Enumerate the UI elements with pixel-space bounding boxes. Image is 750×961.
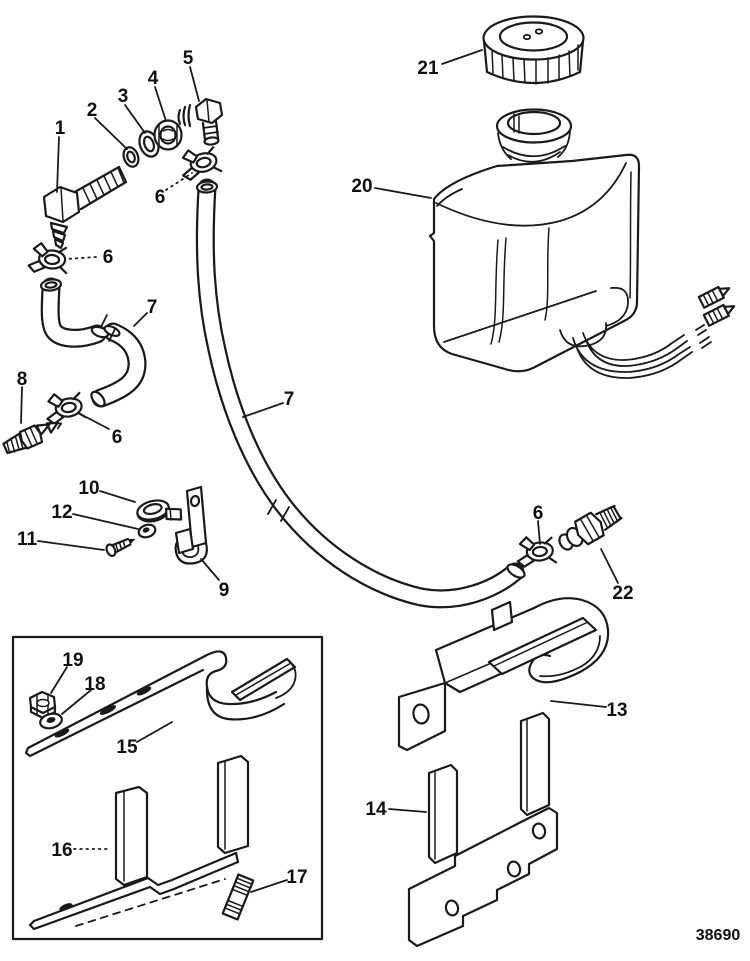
callout-14: 14: [365, 799, 387, 820]
callout-7b: 7: [284, 389, 295, 410]
callout-9: 9: [219, 580, 230, 601]
callout-6d: 6: [533, 503, 544, 524]
callout-6c: 6: [112, 427, 123, 448]
callout-3: 3: [118, 86, 129, 107]
callout-10: 10: [78, 478, 99, 499]
hose-clamp-6: [42, 388, 87, 426]
reservoir-neck: [495, 108, 573, 163]
bullet-connector: [697, 285, 731, 309]
bracket-14: [407, 711, 559, 948]
reservoir-bottle: [428, 153, 641, 373]
callout-12: 12: [51, 502, 72, 523]
elbow-fitting-5: [177, 97, 224, 146]
bracket-16: [28, 754, 250, 931]
stud-17: [221, 873, 255, 921]
callout-8: 8: [17, 369, 28, 390]
fitting-connector-1: [42, 165, 128, 250]
inset-box: [11, 635, 324, 941]
clip-bracket-13: [397, 597, 610, 752]
hose-clamp-6: [176, 142, 223, 183]
callout-2: 2: [87, 100, 98, 121]
fitting-22: [558, 504, 623, 551]
hose-clamp-6: [514, 533, 558, 569]
callout-13: 13: [606, 700, 627, 721]
washer-2: [122, 146, 140, 168]
washer-12: [137, 523, 157, 539]
drawing-number: 38690: [696, 927, 741, 944]
reservoir-cap: [482, 15, 585, 85]
hose-7-s-shaped: [39, 277, 147, 408]
hose-7-long: [195, 178, 526, 609]
hook-bracket-9: [174, 485, 208, 565]
callout-17: 17: [286, 867, 307, 888]
callout-15: 15: [116, 737, 138, 758]
pump-wires: [572, 324, 712, 379]
callout-21: 21: [417, 58, 439, 79]
leader-lines: [20, 49, 619, 893]
callout-20: 20: [351, 176, 372, 197]
screw-11: [105, 537, 136, 558]
callout-1: 1: [55, 118, 66, 139]
callout-19: 19: [62, 650, 83, 671]
callout-6b: 6: [103, 247, 114, 268]
bullet-connector: [702, 303, 736, 327]
callout-22: 22: [612, 583, 633, 604]
callout-11: 11: [17, 529, 38, 550]
fitting-8: [2, 421, 63, 455]
callout-4: 4: [148, 68, 159, 89]
clamp-10: [136, 499, 183, 523]
callout-6a: 6: [155, 187, 166, 208]
callout-7a: 7: [147, 297, 158, 318]
nut-4: [153, 119, 183, 151]
callout-18: 18: [84, 674, 105, 695]
callout-16: 16: [51, 840, 72, 861]
clip-bracket-15: [24, 650, 297, 758]
callout-5: 5: [183, 48, 194, 69]
washer-18: [39, 712, 63, 730]
